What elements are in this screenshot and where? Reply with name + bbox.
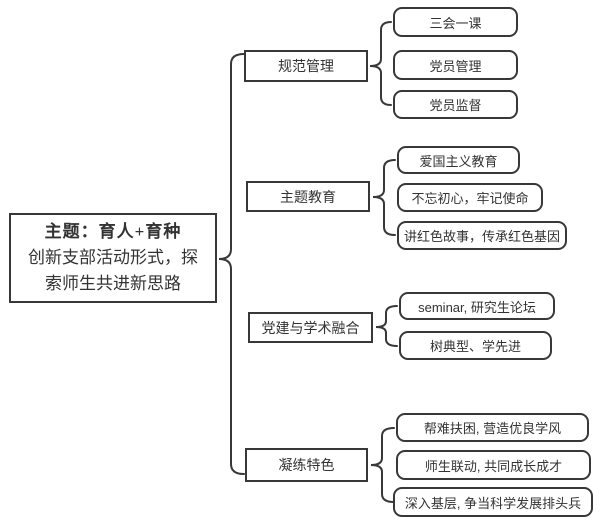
leaf-label: seminar, 研究生论坛 bbox=[418, 299, 536, 315]
leaf-label: 树典型、学先进 bbox=[429, 339, 521, 354]
brace-branch-1 bbox=[369, 21, 392, 106]
root-subtitle-line-1: 创新支部活动形式，探 bbox=[28, 248, 198, 267]
branch-label: 主题教育 bbox=[280, 188, 336, 205]
brace-branch-4 bbox=[370, 427, 395, 503]
leaf-label: 深入基层, 争当科学发展排头兵 bbox=[404, 495, 582, 511]
leaf-node-dangyuan-jiandu[interactable]: 党员监督 bbox=[393, 90, 518, 119]
branch-label: 凝练特色 bbox=[278, 457, 335, 473]
leaf-label: 党员监督 bbox=[429, 98, 482, 113]
branch-node-zhuti-jiaoyu[interactable]: 主题教育 bbox=[246, 181, 370, 212]
leaf-node-shudianxing-xuexianjin[interactable]: 树典型、学先进 bbox=[399, 331, 552, 360]
branch-label: 规范管理 bbox=[278, 58, 334, 74]
leaf-label: 帮难扶困, 营造优良学风 bbox=[423, 421, 562, 436]
leaf-node-shisheng-liandong[interactable]: 师生联动, 共同成长成才 bbox=[396, 450, 591, 480]
leaf-node-sanhuiyike[interactable]: 三会一课 bbox=[393, 7, 518, 37]
branch-node-dangjian-xueshu-ronghe[interactable]: 党建与学术融合 bbox=[248, 312, 373, 343]
root-topic-node[interactable]: 主题：育人+育种 创新支部活动形式，探 索师生共进新思路 bbox=[9, 213, 217, 303]
leaf-node-dangyuan-guanli[interactable]: 党员管理 bbox=[393, 50, 518, 80]
leaf-label: 党员管理 bbox=[429, 58, 482, 74]
leaf-node-aiguo-zhuyi-jiaoyu[interactable]: 爱国主义教育 bbox=[397, 146, 520, 174]
leaf-label: 讲红色故事，传承红色基因 bbox=[403, 229, 560, 244]
leaf-label: 师生联动, 共同成长成才 bbox=[424, 458, 563, 474]
root-title: 主题：育人+育种 bbox=[44, 222, 182, 241]
leaf-node-bangnan-fukun[interactable]: 帮难扶困, 营造优良学风 bbox=[396, 413, 589, 442]
root-subtitle-line-2: 索师生共进新思路 bbox=[45, 274, 181, 293]
branch-node-ninglian-tese[interactable]: 凝练特色 bbox=[245, 448, 368, 482]
leaf-label: 三会一课 bbox=[429, 15, 482, 31]
leaf-label: 不忘初心，牢记使命 bbox=[411, 191, 529, 206]
leaf-node-buwang-chuxin[interactable]: 不忘初心，牢记使命 bbox=[397, 183, 543, 212]
leaf-node-seminar-luntan[interactable]: seminar, 研究生论坛 bbox=[399, 292, 555, 320]
branch-node-guifan-guanli[interactable]: 规范管理 bbox=[244, 50, 368, 82]
leaf-label: 爱国主义教育 bbox=[419, 153, 498, 169]
brace-root-to-branches bbox=[218, 53, 245, 475]
brace-branch-2 bbox=[372, 159, 396, 236]
branch-label: 党建与学术融合 bbox=[261, 319, 360, 336]
leaf-node-jiang-hongse-gushi[interactable]: 讲红色故事，传承红色基因 bbox=[397, 221, 567, 250]
leaf-node-shenru-jiceng[interactable]: 深入基层, 争当科学发展排头兵 bbox=[393, 487, 593, 517]
brace-branch-3 bbox=[375, 305, 398, 347]
